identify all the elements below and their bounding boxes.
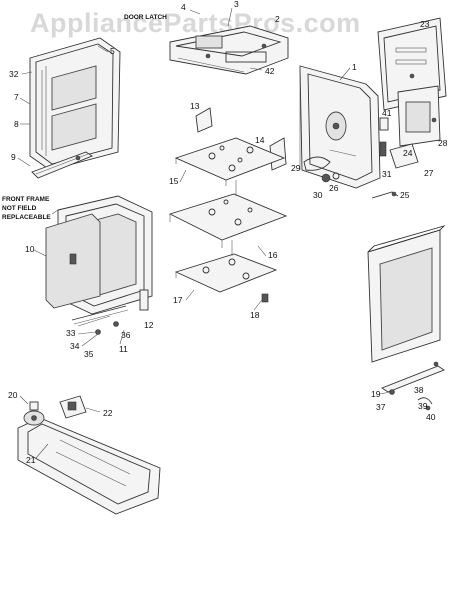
rear-cover-plate xyxy=(397,85,441,147)
callout-37: 37 xyxy=(376,402,386,412)
frame-rail-11 xyxy=(71,305,129,325)
callout-15: 15 xyxy=(169,176,179,186)
callout-42: 42 xyxy=(265,66,275,76)
thermostat-bulb-clip xyxy=(303,156,340,183)
callout-18: 18 xyxy=(250,310,260,320)
note-front-frame-3: REPLACEABLE xyxy=(2,214,51,221)
drawer-hardware xyxy=(389,389,433,411)
top-insulation-panel xyxy=(174,137,286,186)
callout-4: 4 xyxy=(181,2,186,12)
small-bracket-13 xyxy=(195,107,213,133)
callout-27: 27 xyxy=(424,168,434,178)
callout-3: 3 xyxy=(234,0,239,9)
callout-41: 41 xyxy=(382,108,392,118)
callout-19: 19 xyxy=(371,389,381,399)
bottom-insulation-panel xyxy=(174,253,278,293)
callout-17: 17 xyxy=(173,295,183,305)
hinge-hardware xyxy=(77,315,119,335)
callout-40: 40 xyxy=(426,412,436,422)
callout-1: 1 xyxy=(352,62,357,72)
callout-8: 8 xyxy=(14,119,19,129)
watermark: AppliancePartsPros.com xyxy=(30,8,361,38)
callout-7: 7 xyxy=(14,92,19,102)
callout-31: 31 xyxy=(382,169,392,179)
callout-36: 36 xyxy=(121,330,131,340)
callout-29: 29 xyxy=(291,163,301,173)
door-bottom-trim xyxy=(31,151,93,179)
note-door-latch: DOOR LATCH xyxy=(124,14,167,21)
hinge-bracket-12 xyxy=(139,289,149,311)
callout-35: 35 xyxy=(84,349,94,359)
callout-9: 9 xyxy=(11,152,16,162)
callout-38: 38 xyxy=(414,385,424,395)
callout-24: 24 xyxy=(403,148,413,158)
terminal-block xyxy=(379,117,389,157)
callout-30: 30 xyxy=(313,190,323,200)
callout-23: 23 xyxy=(420,19,430,29)
note-front-frame-1: FRONT FRAME xyxy=(2,196,50,203)
callout-11: 11 xyxy=(119,344,128,354)
base-pan xyxy=(17,417,161,515)
outer-door-panel xyxy=(29,37,121,171)
callout-21: 21 xyxy=(26,455,36,465)
callout-22: 22 xyxy=(103,408,113,418)
callout-32: 32 xyxy=(9,69,19,79)
drawer-rail xyxy=(381,361,445,393)
callout-13: 13 xyxy=(190,101,200,111)
callout-26: 26 xyxy=(329,183,339,193)
middle-insulation-panel xyxy=(168,193,288,248)
callout-33: 33 xyxy=(66,328,76,338)
gas-valve xyxy=(23,401,45,426)
callout-28: 28 xyxy=(438,138,448,148)
callout-14: 14 xyxy=(255,135,265,145)
callout-2: 2 xyxy=(275,14,280,24)
igniter-module xyxy=(59,395,87,419)
note-front-frame-2: NOT FIELD xyxy=(2,205,37,212)
door-window-glass xyxy=(45,213,101,309)
callout-34: 34 xyxy=(70,341,80,351)
storage-drawer xyxy=(367,225,446,363)
leveling-leg xyxy=(261,293,269,303)
callout-5: 5 xyxy=(110,46,115,56)
leader-lines xyxy=(17,45,391,459)
callout-16: 16 xyxy=(268,250,278,260)
cabinet-side-panel xyxy=(299,65,381,189)
callout-10: 10 xyxy=(25,244,35,254)
callout-20: 20 xyxy=(8,390,18,400)
ground-wire xyxy=(371,191,399,199)
callout-12: 12 xyxy=(144,320,154,330)
door-latch-assembly xyxy=(169,25,289,75)
callout-39: 39 xyxy=(418,401,428,411)
element-bracket xyxy=(389,143,419,169)
callout-25: 25 xyxy=(400,190,410,200)
